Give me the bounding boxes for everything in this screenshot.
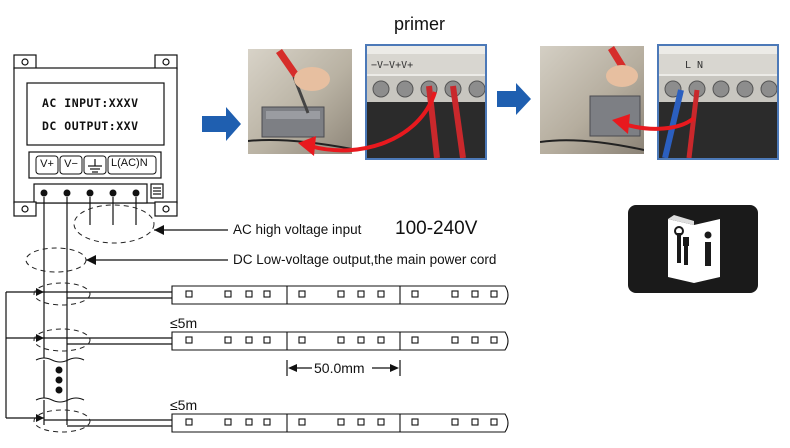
wires (5, 197, 172, 427)
callout-leaders (86, 225, 228, 265)
blue-arrow-icon-2 (497, 83, 531, 115)
ground-symbol-icon (88, 159, 102, 173)
strip-length-label-2: ≤5m (170, 397, 198, 413)
photo-terminal-closeup-2: L N (657, 44, 779, 160)
led-strip-1 (171, 285, 509, 305)
terminal-screws (40, 189, 140, 197)
continuation-dots (55, 366, 63, 394)
led-strip-3 (171, 413, 509, 433)
strip-spacing-label: 50.0mm (314, 360, 365, 376)
terminal-l-ac-n-label: L(AC)N (111, 157, 148, 169)
ac-input-label: AC high voltage input (233, 222, 362, 237)
terminal-v-plus: V+ (40, 158, 54, 170)
dc-output-label: DC Low-voltage output,the main power cor… (233, 252, 497, 267)
spacing-dimension (286, 360, 401, 376)
led-strip-2 (171, 331, 509, 351)
power-supply-unit (13, 54, 178, 217)
terminal-v-minus: V− (64, 158, 78, 170)
manual-tools-info-icon (628, 205, 758, 293)
psu-dc-output-label: DC OUTPUT:XXV (42, 119, 139, 133)
diagram-title: primer (394, 14, 446, 34)
terminal-label-boxes (35, 155, 157, 175)
svg-text:L N: L N (685, 60, 703, 71)
break-marks (35, 357, 85, 403)
photo-screwdriver-1 (248, 49, 352, 154)
bus-arrowheads (36, 288, 44, 422)
blue-arrow-icon (202, 107, 241, 141)
psu-ac-input-label: AC INPUT:XXXV (42, 96, 139, 110)
terminal-l-ac-n: L(AC)N (111, 157, 148, 169)
strip-length-label-1: ≤5m (170, 315, 198, 331)
photo-screwdriver-2 (540, 46, 644, 154)
ac-voltage-range: 100-240V (395, 218, 478, 239)
photo-terminal-closeup-1: −V−V+V+ (365, 44, 487, 160)
svg-text:−V−V+V+: −V−V+V+ (371, 60, 413, 71)
